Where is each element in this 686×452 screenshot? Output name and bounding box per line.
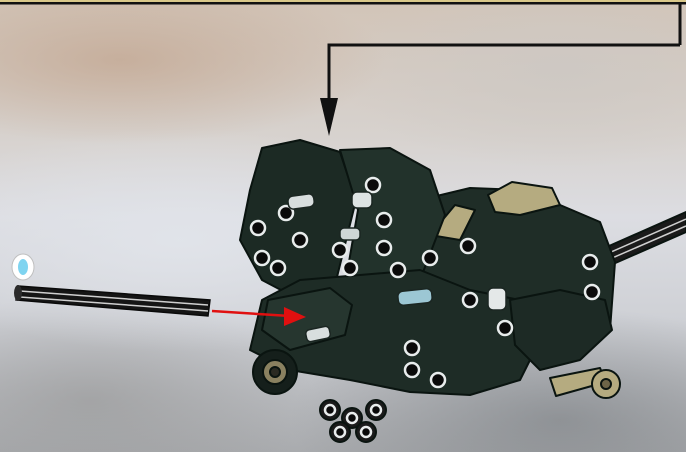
axle-quantity-badge xyxy=(12,254,34,280)
callout-leader-line xyxy=(329,45,680,105)
hub-wheel xyxy=(253,350,297,394)
tan-lever xyxy=(550,368,620,398)
down-arrow-icon xyxy=(320,98,338,136)
loose-axle-part xyxy=(14,285,210,316)
lego-assembly xyxy=(240,140,686,442)
callout-frame xyxy=(0,0,686,136)
callout-tan-strip xyxy=(0,0,686,2)
